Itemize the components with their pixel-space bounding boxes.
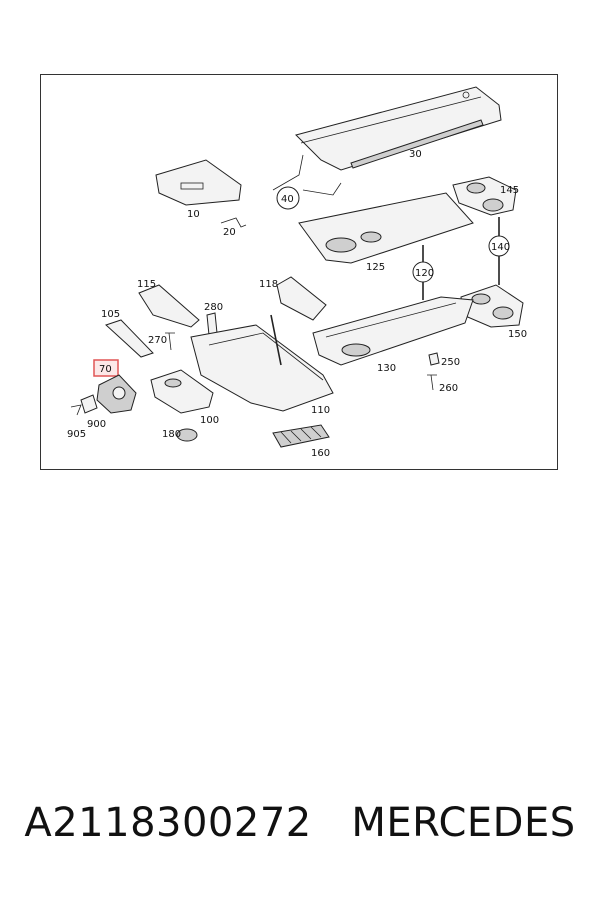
part-900-connector[interactable] (80, 394, 98, 414)
part-30-trim-panel[interactable] (295, 86, 502, 171)
label-100: 100 (200, 415, 219, 426)
part-10-cover[interactable] (155, 159, 242, 206)
label-150: 150 (508, 329, 527, 340)
part-70-switch-module[interactable] (96, 374, 137, 414)
label-20: 20 (223, 227, 236, 238)
part-180-ring[interactable] (176, 428, 198, 442)
label-10: 10 (187, 209, 200, 220)
label-110: 110 (311, 405, 330, 416)
part-number: A2118300272 (24, 800, 312, 846)
label-125: 125 (366, 262, 385, 273)
part-125-headliner-panel[interactable] (298, 192, 474, 264)
label-120: 120 (415, 268, 434, 279)
part-905-terminal[interactable] (70, 404, 82, 416)
part-115-cover[interactable] (138, 284, 200, 328)
label-260: 260 (439, 383, 458, 394)
label-280: 280 (204, 302, 223, 313)
part-280-clip[interactable] (206, 312, 218, 336)
part-caption: A2118300272 MERCEDES (0, 800, 600, 846)
label-40: 40 (281, 194, 294, 205)
part-260-screw[interactable] (427, 374, 437, 391)
part-270-screw[interactable] (165, 332, 175, 351)
part-100-lamp[interactable] (150, 369, 214, 414)
label-105: 105 (101, 309, 120, 320)
part-130-lower-trim[interactable] (312, 296, 474, 366)
part-160-grille[interactable] (272, 424, 330, 448)
label-115: 115 (137, 279, 156, 290)
label-160: 160 (311, 448, 330, 459)
callout-120 (412, 261, 434, 283)
part-20-clip[interactable] (220, 217, 247, 228)
label-118: 118 (259, 279, 278, 290)
label-30: 30 (409, 149, 422, 160)
brand-name: MERCEDES (351, 800, 576, 846)
label-180: 180 (162, 429, 181, 440)
part-110-console-body[interactable] (190, 314, 334, 412)
part-105-gasket[interactable] (105, 319, 154, 358)
label-130: 130 (377, 363, 396, 374)
label-900: 900 (87, 419, 106, 430)
parts-diagram-frame: 30 10 20 40 125 145 140 150 120 (40, 74, 558, 470)
label-140: 140 (491, 242, 510, 253)
highlight-box-70[interactable] (93, 359, 119, 377)
exploded-parts-diagram: 30 10 20 40 125 145 140 150 120 (67, 86, 527, 459)
part-145-cap[interactable] (452, 176, 517, 216)
label-905: 905 (67, 429, 86, 440)
part-118-bracket[interactable] (276, 276, 327, 321)
label-250: 250 (441, 357, 460, 368)
label-145: 145 (500, 185, 519, 196)
label-70: 70 (99, 364, 112, 375)
part-250-clip[interactable] (428, 352, 440, 366)
part-150-lamp-housing[interactable] (460, 284, 524, 328)
part-40-wire-bracket[interactable] (272, 154, 342, 210)
label-270: 270 (148, 335, 167, 346)
callout-140 (488, 235, 510, 257)
